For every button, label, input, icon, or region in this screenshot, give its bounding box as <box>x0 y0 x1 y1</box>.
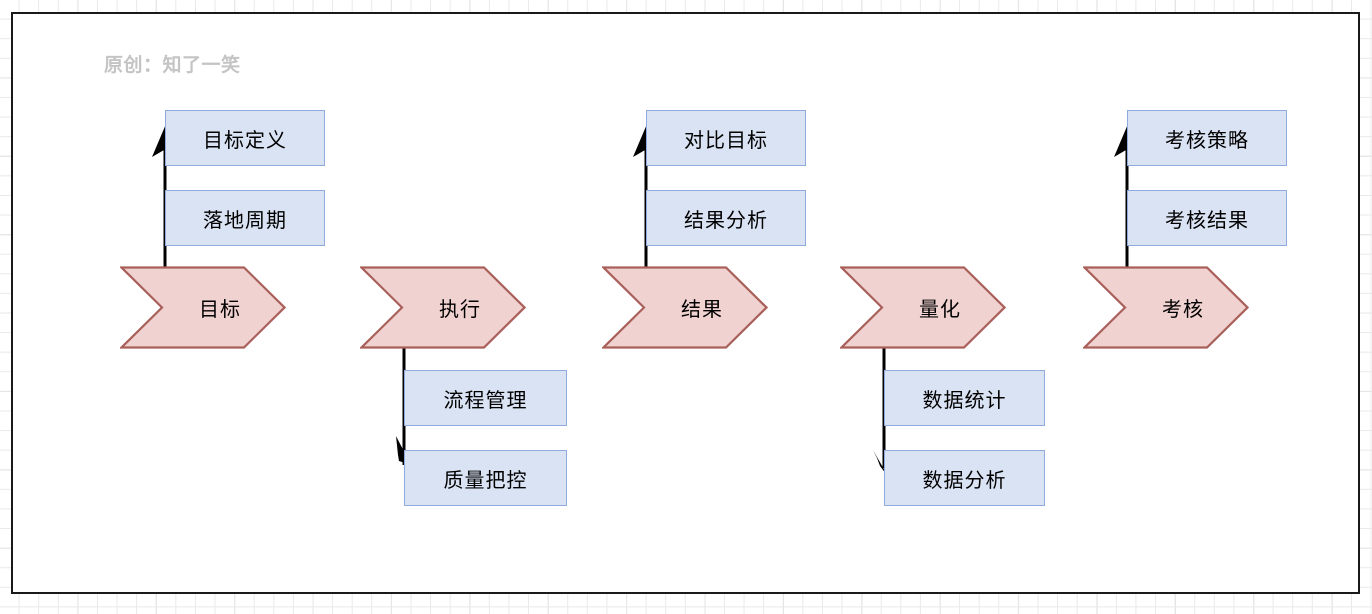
chevron-assess-label: 考核 <box>1162 299 1204 321</box>
node-assess-above-1[interactable]: 考核策略 <box>1127 110 1287 166</box>
node-result-above-1[interactable]: 对比目标 <box>646 110 806 166</box>
chevron-stage-goal[interactable]: 目标 <box>120 266 286 349</box>
watermark-text: 原创：知了一笑 <box>104 55 241 76</box>
chevron-result-label: 结果 <box>681 299 723 321</box>
node-execute-below-1[interactable]: 流程管理 <box>404 370 567 426</box>
node-goal-above-1[interactable]: 目标定义 <box>165 110 325 166</box>
node-execute-below-2[interactable]: 质量把控 <box>404 450 567 506</box>
node-quantify-below-2[interactable]: 数据分析 <box>884 450 1045 506</box>
chevron-stage-result[interactable]: 结果 <box>602 266 768 349</box>
node-result-above-2[interactable]: 结果分析 <box>646 190 806 246</box>
chevron-execute-label: 执行 <box>439 299 481 321</box>
chevron-stage-assess[interactable]: 考核 <box>1083 266 1249 349</box>
node-quantify-below-1[interactable]: 数据统计 <box>884 370 1045 426</box>
chevron-stage-execute[interactable]: 执行 <box>360 266 526 349</box>
node-goal-above-2[interactable]: 落地周期 <box>165 190 325 246</box>
chevron-quantify-label: 量化 <box>919 299 961 321</box>
chevron-stage-quantify[interactable]: 量化 <box>840 266 1006 349</box>
chevron-goal-label: 目标 <box>199 299 241 321</box>
node-assess-above-2[interactable]: 考核结果 <box>1127 190 1287 246</box>
